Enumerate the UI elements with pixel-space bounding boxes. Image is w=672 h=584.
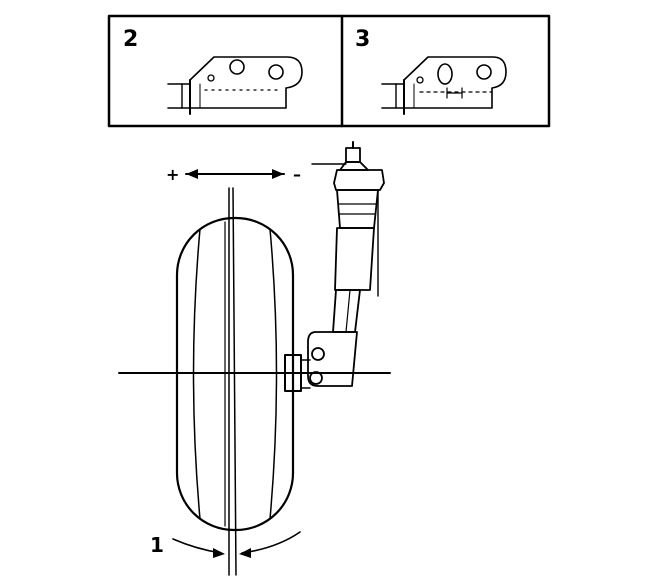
plus-sign: + (166, 165, 179, 184)
inset-label-2: 2 (123, 27, 138, 52)
arrowhead-right (272, 169, 284, 179)
bolt-hole (476, 64, 492, 80)
bolt-hole (229, 59, 245, 75)
arrowhead-right (213, 548, 225, 558)
adjustment-arrow: + – (166, 165, 301, 184)
camber-angle-indicator: 1 (150, 531, 301, 558)
knuckle-bracket (307, 331, 358, 387)
bracket-detail-3 (381, 56, 507, 115)
bolt-hole-small (416, 76, 424, 84)
inset-panel-2: 2 (123, 27, 303, 115)
lower-bolt (309, 371, 323, 385)
bracket-detail-2 (167, 56, 303, 115)
arrowhead-left (239, 548, 251, 558)
minus-sign: – (293, 165, 301, 184)
wheel-centerline (232, 187, 237, 576)
bolt-hole (268, 64, 284, 80)
inset-frame (107, 14, 551, 128)
slotted-hole (437, 63, 453, 85)
arrowhead-left (186, 169, 198, 179)
strut-assembly (284, 141, 385, 392)
upper-bolt (311, 347, 325, 361)
inset-label-3: 3 (355, 27, 370, 52)
wheel (175, 187, 295, 576)
bolt-hole-small (207, 74, 215, 82)
hub (284, 354, 302, 392)
callout-label-1: 1 (150, 533, 164, 557)
inset-panel-3: 3 (355, 27, 507, 115)
